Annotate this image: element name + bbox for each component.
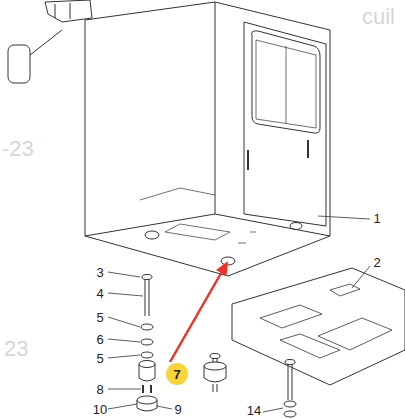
leader-line bbox=[263, 408, 283, 412]
mount-bolts bbox=[143, 385, 151, 393]
callout-number: 5 bbox=[96, 352, 103, 365]
door-window bbox=[252, 31, 320, 133]
washer bbox=[284, 411, 296, 417]
red-arrow bbox=[170, 268, 224, 362]
rubber-mount-top bbox=[139, 361, 155, 368]
callout-number: 7 bbox=[173, 367, 180, 382]
red-arrowhead bbox=[216, 261, 228, 276]
cab-outline bbox=[85, 2, 330, 276]
leader-line bbox=[318, 216, 370, 219]
callout-number: 3 bbox=[96, 266, 103, 279]
callout-number: 2 bbox=[373, 256, 380, 269]
washer bbox=[141, 339, 153, 345]
floor-mat bbox=[232, 268, 405, 385]
bolt-head bbox=[142, 275, 152, 280]
washer bbox=[284, 401, 296, 407]
mount-base-top bbox=[137, 396, 157, 404]
watermark: 23 bbox=[4, 338, 28, 360]
bolt-head bbox=[285, 360, 295, 365]
floor-plates bbox=[140, 188, 256, 243]
mat-cutouts bbox=[260, 284, 392, 358]
callout-number: 6 bbox=[96, 333, 103, 346]
watermark: -23 bbox=[2, 138, 34, 160]
floor-hole bbox=[145, 231, 159, 239]
mirror-arm bbox=[30, 30, 62, 55]
bolt bbox=[145, 279, 149, 316]
callout-number: 8 bbox=[96, 383, 103, 396]
bolt bbox=[288, 364, 292, 400]
door-handles bbox=[248, 140, 308, 170]
callout-number: 10 bbox=[93, 403, 107, 416]
mount-stud bbox=[213, 384, 217, 392]
callout-circle: 7 bbox=[166, 363, 188, 385]
mirror bbox=[8, 45, 30, 83]
callout-number: 5 bbox=[96, 311, 103, 324]
mount-stud bbox=[210, 354, 220, 359]
washer bbox=[141, 352, 153, 358]
callout-number: 14 bbox=[247, 404, 261, 417]
mirror-bracket bbox=[45, 0, 92, 22]
leader-lines bbox=[108, 272, 172, 409]
washer bbox=[141, 324, 153, 330]
window-frame bbox=[256, 40, 316, 128]
watermark: cuil bbox=[362, 6, 395, 28]
floor-hole bbox=[290, 223, 302, 230]
door bbox=[244, 22, 326, 226]
callout-number: 4 bbox=[96, 287, 103, 300]
callout-number: 9 bbox=[174, 403, 181, 416]
leader-line bbox=[352, 266, 370, 288]
rubber-mount-top bbox=[204, 362, 226, 370]
cab-edges bbox=[85, 2, 330, 236]
callout-number: 1 bbox=[373, 212, 380, 225]
